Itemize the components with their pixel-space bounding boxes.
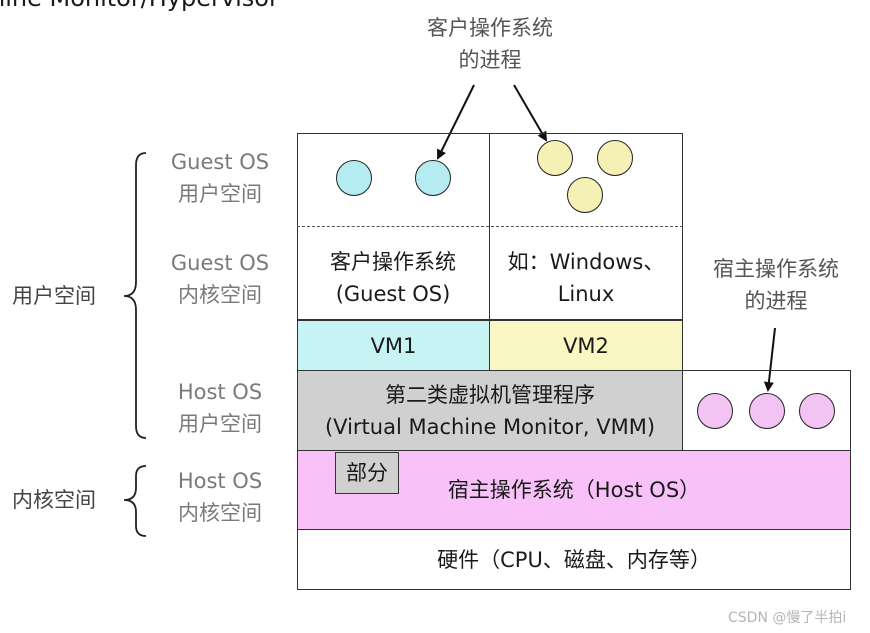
label-host-user-l1: Host OS [177,380,263,404]
box-guest-os-l1: 客户操作系统 [330,250,456,274]
label-host-kernel-l2: 内核空间 [178,501,262,525]
label-guest-user: Guest OS 用户空间 [150,146,290,210]
label-guest-user-l1: Guest OS [170,150,270,174]
box-vmm-l1: 第二类虚拟机管理程序 [385,382,595,407]
guest2-process-circle [567,177,603,213]
annotation-guest-line2: 的进程 [458,48,522,72]
box-hardware: 硬件（CPU、磁盘、内存等） [297,529,851,590]
brace-user-space [123,152,147,439]
annotation-host-process: 宿主操作系统 的进程 [686,253,866,317]
annotation-guest-line1: 客户操作系统 [427,16,553,40]
watermark: CSDN @慢了半拍i [728,610,847,626]
guest2-process-circle [537,140,573,176]
box-guest-os-l2: (Guest OS) [335,282,451,306]
box-vmm-kernel-part: 部分 [335,452,399,494]
label-host-kernel: Host OS 内核空间 [150,465,290,529]
label-guest-kernel-l2: 内核空间 [178,283,262,307]
label-host-user: Host OS 用户空间 [150,376,290,440]
box-guest-example-l2: Linux [557,282,615,306]
label-guest-kernel-l1: Guest OS [170,251,270,275]
box-guest-os: 客户操作系统 (Guest OS) [297,246,489,310]
box-guest-example: 如：Windows、 Linux [489,246,683,310]
user-kernel-dashed-line [297,226,683,227]
box-guest-example-l1: 如：Windows、 [507,250,665,274]
label-guest-user-l2: 用户空间 [178,182,262,206]
label-kernel-space: 内核空间 [12,488,96,512]
annotation-host-line2: 的进程 [744,289,808,313]
page-title: hine Monitor/Hypervisor [0,0,279,14]
guest1-process-circle [415,160,451,196]
label-guest-kernel: Guest OS 内核空间 [150,247,290,311]
annotation-host-line1: 宿主操作系统 [713,257,839,281]
label-user-space: 用户空间 [12,284,96,308]
guest1-process-circle [336,160,372,196]
box-vm1: VM1 [297,320,490,371]
label-host-user-l2: 用户空间 [178,412,262,436]
box-vm2: VM2 [489,320,683,371]
arrow-host [763,327,776,392]
guest2-process-circle [597,140,633,176]
box-vmm-l2: (Virtual Machine Monitor, VMM) [324,414,656,439]
host-process-circle [697,393,733,429]
annotation-guest-process: 客户操作系统 的进程 [400,12,580,76]
host-process-circle [799,393,835,429]
box-vmm: 第二类虚拟机管理程序 (Virtual Machine Monitor, VMM… [297,370,683,451]
arrow-guest-right [513,84,548,142]
host-process-circle [749,393,785,429]
arrow-guest-left [437,84,475,160]
brace-kernel-space [123,465,147,537]
label-host-kernel-l1: Host OS [177,469,263,493]
